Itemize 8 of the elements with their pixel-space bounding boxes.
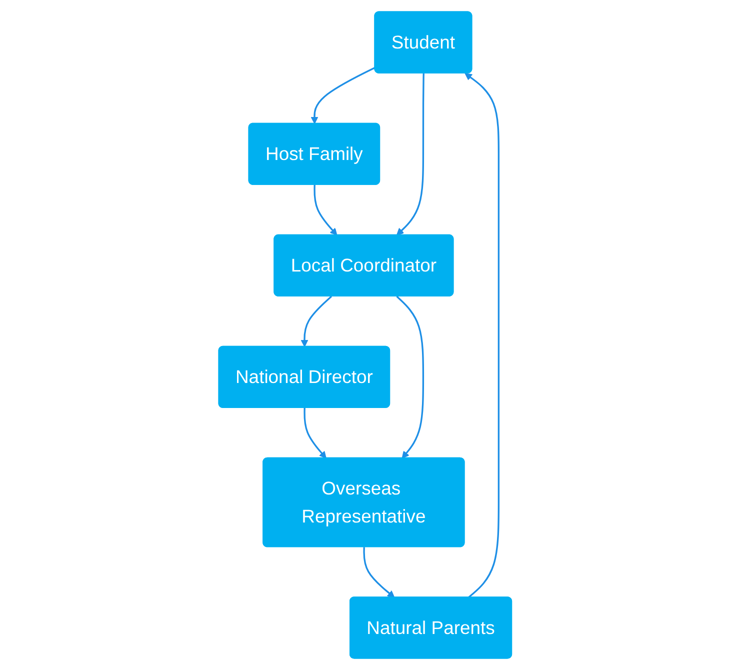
arrow <box>303 408 326 459</box>
arrow <box>464 73 500 598</box>
arrow <box>300 296 332 348</box>
arrow <box>396 296 424 459</box>
arrow <box>314 184 338 236</box>
arrow <box>363 547 395 598</box>
arrow <box>310 66 376 124</box>
arrow <box>396 73 424 236</box>
